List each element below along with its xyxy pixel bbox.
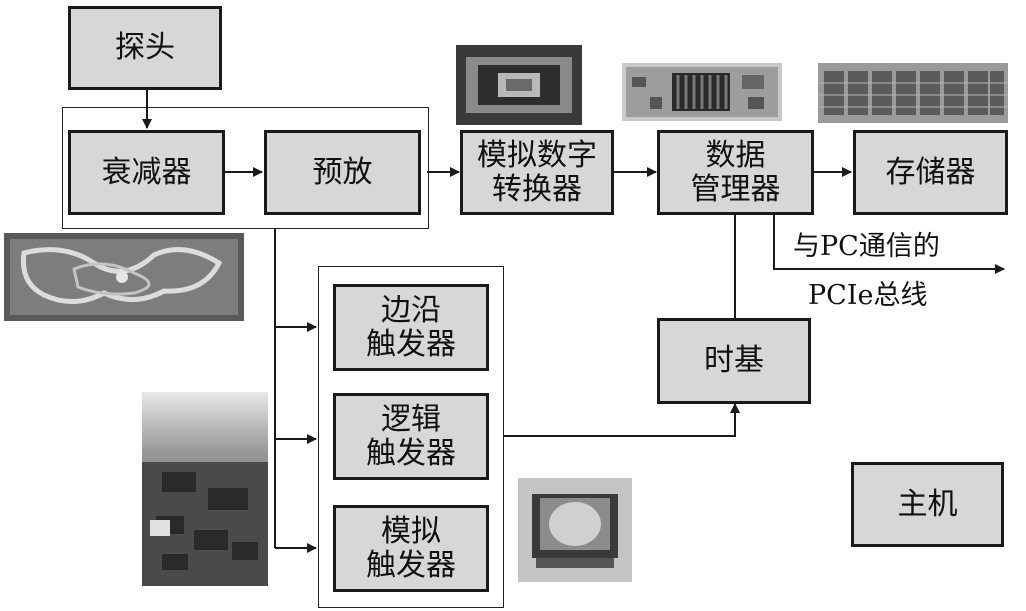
logic-trigger-block: 逻辑 触发器 [333,393,489,480]
fpga-chip-photo [518,478,632,582]
edge-trigger-block: 边沿 触发器 [333,284,489,371]
storage-block: 存储器 [853,130,1008,215]
trigger-group-frame [318,266,504,608]
arrow-pcie-bus [773,215,1005,274]
adc-block: 模拟数字 转换器 [460,130,614,215]
preamp-block: 预放 [264,130,421,215]
pcie-label-line1: 与PC通信的 [793,231,940,262]
trigger-board-photo [142,392,268,586]
probe-block: 探头 [68,6,222,90]
analog-trigger-block: 模拟 触发器 [333,505,489,592]
pcie-label-line2: PCIe总线 [808,280,928,311]
host-block: 主机 [851,462,1004,547]
frontend-group-frame [62,107,429,229]
data-manager-block: 数据 管理器 [657,130,814,215]
adc-chip-photo [456,45,582,125]
attenuator-block: 衰减器 [68,130,225,215]
data-manager-board-photo [622,63,782,121]
arrow-logic-trigger-to-timebase [504,403,740,437]
storage-module-photo [818,63,1008,123]
timebase-block: 时基 [657,318,811,404]
attenuator-circuit-photo [4,233,244,321]
